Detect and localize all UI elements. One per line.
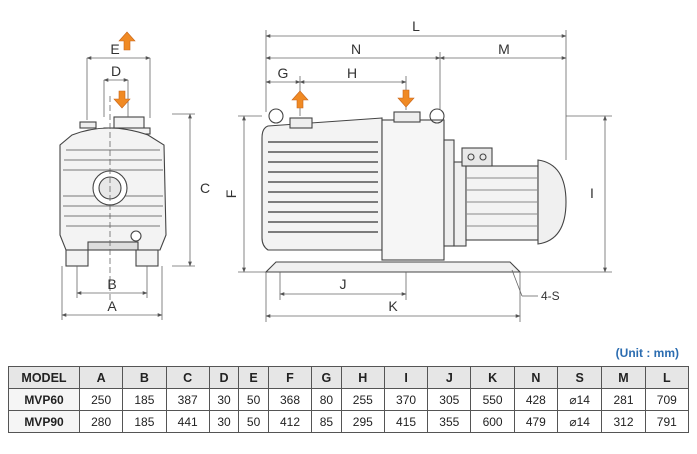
table-cell: 355 (427, 410, 472, 433)
table-cell: 441 (165, 410, 210, 433)
table-cell: 600 (470, 410, 515, 433)
table-cell: 30 (208, 410, 240, 433)
side-base-plate (264, 261, 522, 273)
side-exhaust-arrow-icon (397, 89, 415, 108)
label-I: I (590, 185, 594, 201)
table-cell: MVP60 (8, 388, 80, 411)
table-cell: 305 (427, 388, 472, 411)
table-cell: 50 (238, 388, 269, 411)
side-pump-body (261, 117, 383, 251)
table-cell: 791 (644, 410, 690, 433)
table-cell: 85 (311, 410, 342, 433)
table-cell: 415 (383, 410, 429, 433)
side-inlet-arrow-icon (291, 90, 309, 109)
col-header: A (78, 366, 124, 389)
side-dimensions (238, 30, 612, 322)
side-lift-eye-right (429, 108, 445, 124)
col-header: I (383, 366, 429, 389)
table-cell: 255 (340, 388, 385, 411)
table-cell: 295 (340, 410, 385, 433)
side-motor-body (465, 165, 539, 241)
label-J: J (340, 276, 347, 292)
label-M: M (498, 41, 510, 57)
unit-note: (Unit : mm) (615, 346, 679, 360)
col-header: M (601, 366, 646, 389)
side-lift-eye-left (268, 108, 284, 124)
col-header: J (427, 366, 472, 389)
table-cell: 479 (513, 410, 558, 433)
front-view (59, 116, 167, 267)
table-row: MVP60 250 185 387 30 50 368 80 255 370 3… (8, 388, 690, 411)
label-G: G (278, 65, 289, 81)
side-oil-casing (381, 119, 445, 261)
label-C: C (200, 180, 210, 196)
table-cell: 185 (122, 410, 167, 433)
col-header: D (208, 366, 240, 389)
table-cell: 709 (644, 388, 690, 411)
label-A: A (107, 298, 117, 314)
label-N: N (351, 41, 361, 57)
front-right-foot (135, 249, 159, 267)
label-B: B (107, 276, 116, 292)
table-cell: 368 (267, 388, 313, 411)
table-cell: 281 (601, 388, 646, 411)
front-inlet-arrow-icon (113, 90, 131, 109)
front-exhaust-arrow-icon (118, 31, 136, 51)
pump-dimension-drawing: E D C B A (59, 18, 612, 322)
side-exhaust-port (393, 111, 421, 123)
table-cell: 280 (78, 410, 124, 433)
label-D: D (111, 63, 121, 79)
col-header: C (165, 366, 210, 389)
side-terminal-box (461, 147, 493, 167)
table-cell: 80 (311, 388, 342, 411)
col-header: N (513, 366, 558, 389)
col-header: MODEL (8, 366, 80, 389)
table-header-row: MODEL A B C D E F G H I J K N S M L (8, 366, 690, 389)
label-L: L (412, 18, 420, 34)
table-cell: 30 (208, 388, 240, 411)
label-K: K (388, 298, 398, 314)
table-cell: 387 (165, 388, 210, 411)
table-cell: MVP90 (8, 410, 80, 433)
col-header: K (470, 366, 515, 389)
table-cell: 250 (78, 388, 124, 411)
front-left-foot (65, 249, 89, 267)
label-F: F (223, 190, 239, 199)
side-view (261, 108, 567, 273)
table-cell: 185 (122, 388, 167, 411)
side-inlet-port (289, 117, 313, 129)
col-header: G (311, 366, 342, 389)
front-inlet-flange (113, 116, 145, 130)
table-cell: 428 (513, 388, 558, 411)
col-header: B (122, 366, 167, 389)
table-row: MVP90 280 185 441 30 50 412 85 295 415 3… (8, 410, 690, 433)
label-H: H (347, 65, 357, 81)
label-E: E (110, 41, 119, 57)
col-header: L (644, 366, 690, 389)
side-motor-fan-cover (537, 159, 567, 245)
side-motor-flange (453, 161, 467, 247)
col-header: F (267, 366, 313, 389)
col-header: S (556, 366, 603, 389)
table-cell: ⌀14 (556, 410, 603, 433)
table-cell: 550 (470, 388, 515, 411)
table-cell: 50 (238, 410, 269, 433)
col-header: E (238, 366, 269, 389)
dimension-table: MODEL A B C D E F G H I J K N S M L MVP6… (8, 366, 690, 433)
col-header: H (340, 366, 385, 389)
front-dimensions (61, 56, 195, 320)
label-4-S: 4-S (541, 289, 560, 303)
table-cell: 370 (383, 388, 429, 411)
table-cell: 312 (601, 410, 646, 433)
table-cell: 412 (267, 410, 313, 433)
table-cell: ⌀14 (556, 388, 603, 411)
